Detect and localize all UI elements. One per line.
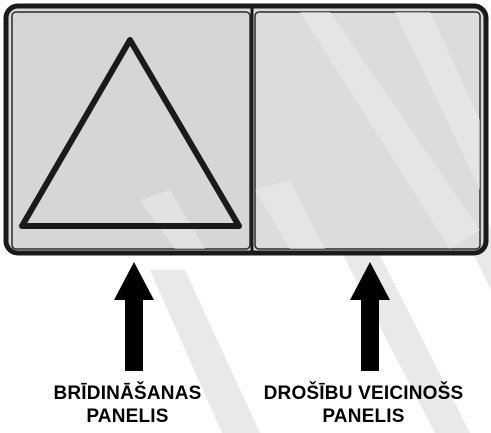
warning-panel-label-line2: PANELIS <box>86 406 169 427</box>
arrow-up-icon-right <box>350 262 390 371</box>
arrow-left-shaft <box>125 298 143 371</box>
safety-panel-label-line1: DROŠĪBU VEICINOŠS <box>263 383 464 404</box>
watermark-overlay-stroke-4 <box>140 190 205 249</box>
watermark-stroke-1 <box>150 270 260 433</box>
safety-panel-label-line2: PANELIS <box>322 406 405 427</box>
arrow-up-icon-left <box>114 262 154 371</box>
watermark-overlay <box>140 12 480 249</box>
warning-panel-label-line1: BRĪDINĀŠANAS <box>53 383 202 404</box>
safety-panel-label: DROŠĪBU VEICINOŠS PANELIS <box>236 382 491 428</box>
warning-panel <box>11 11 251 250</box>
arrow-right-shaft <box>361 298 379 371</box>
watermark-overlay-stroke-1 <box>395 12 480 190</box>
watermark-overlay-stroke-2 <box>300 12 480 249</box>
arrow-left-head <box>114 262 154 300</box>
warning-triangle-icon <box>19 37 242 229</box>
warning-panel-label: BRĪDINĀŠANAS PANELIS <box>0 382 255 428</box>
arrow-right-head <box>350 262 390 300</box>
watermark-overlay-stroke-3 <box>255 180 325 249</box>
